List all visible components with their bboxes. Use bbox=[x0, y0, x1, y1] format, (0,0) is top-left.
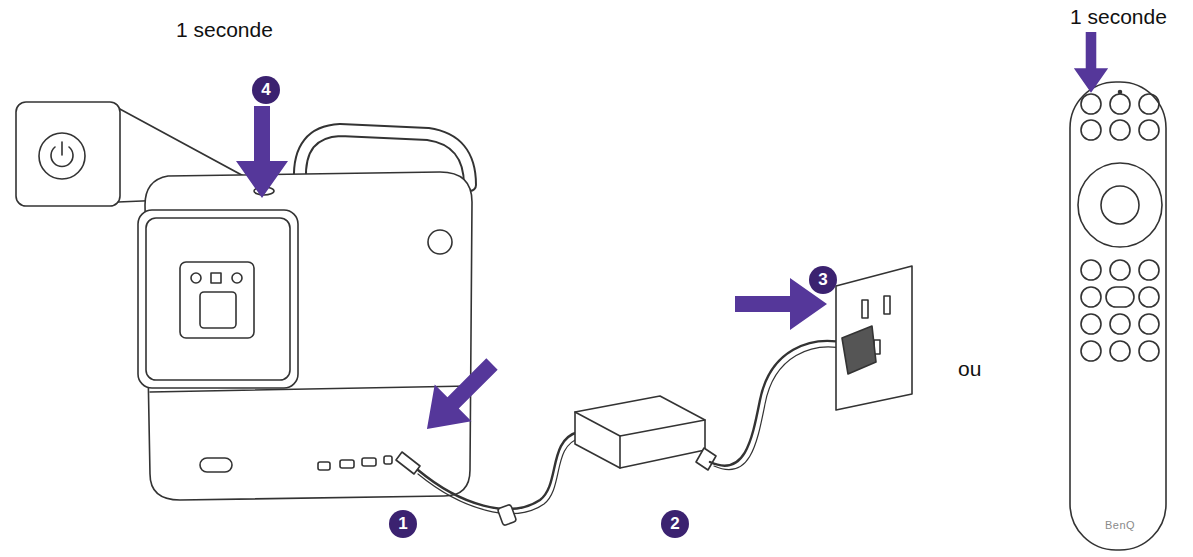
plug-arrow bbox=[409, 346, 511, 448]
front-panel bbox=[138, 210, 298, 388]
callout-number: 1 bbox=[389, 510, 417, 538]
sensor bbox=[232, 273, 242, 283]
socket-hole bbox=[862, 300, 868, 318]
sensor bbox=[191, 273, 201, 283]
cable bbox=[710, 341, 846, 466]
brand-logo: BenQ bbox=[1105, 519, 1135, 531]
power-cable bbox=[396, 341, 846, 526]
lens bbox=[200, 292, 236, 328]
callout-number: 3 bbox=[809, 266, 837, 294]
adapter-edge bbox=[619, 436, 621, 468]
ac-connector bbox=[696, 448, 716, 470]
socket-hole bbox=[884, 296, 890, 314]
dc-plug bbox=[396, 452, 420, 474]
cable bbox=[714, 347, 846, 470]
lens-module bbox=[180, 262, 254, 338]
inset-frame bbox=[16, 102, 120, 206]
nav-ring bbox=[1078, 163, 1162, 247]
adapter-edge bbox=[575, 412, 705, 436]
foot bbox=[200, 458, 232, 472]
press-arrow bbox=[236, 106, 288, 198]
cable bbox=[418, 432, 578, 509]
sensor bbox=[211, 273, 221, 283]
power-button bbox=[39, 133, 85, 179]
projector bbox=[138, 130, 472, 500]
power-adapter bbox=[575, 396, 705, 468]
wall-socket bbox=[836, 266, 912, 410]
callout-number: 4 bbox=[252, 76, 280, 104]
socket-plate bbox=[836, 266, 912, 410]
remote-control bbox=[1070, 82, 1166, 550]
duration-note: 1 seconde bbox=[1070, 4, 1167, 29]
remote-body bbox=[1070, 82, 1166, 550]
remote-power-button bbox=[1081, 94, 1101, 114]
cable bbox=[418, 438, 580, 514]
ports bbox=[318, 456, 392, 470]
arrows bbox=[236, 32, 1108, 447]
front-panel-inner bbox=[146, 218, 290, 380]
callout-number: 2 bbox=[661, 510, 689, 538]
power-icon bbox=[61, 142, 63, 155]
or-note: ou bbox=[958, 356, 981, 381]
ferrite bbox=[497, 504, 516, 526]
duration-note: 1 seconde bbox=[176, 17, 273, 42]
press-arrow bbox=[1074, 32, 1108, 93]
wall-plug bbox=[842, 326, 876, 374]
handle-knob bbox=[428, 230, 452, 254]
